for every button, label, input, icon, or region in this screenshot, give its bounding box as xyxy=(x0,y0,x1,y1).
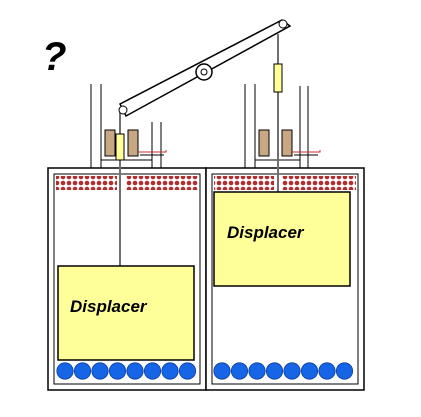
left-rod-sleeve xyxy=(115,133,125,161)
lever-pivot-inner xyxy=(200,68,208,76)
right-coil-b xyxy=(281,129,293,157)
lever-right-pin xyxy=(278,19,288,29)
right-heater-ball xyxy=(335,362,354,380)
right-heater-balls xyxy=(213,362,354,380)
left-heater-ball xyxy=(143,362,162,380)
left-heater-balls xyxy=(56,362,197,380)
right-heater-ball xyxy=(318,362,336,380)
right-heater-ball xyxy=(265,362,284,380)
left-displacer xyxy=(57,265,195,361)
lever-left-pin xyxy=(118,105,128,115)
right-heater-ball xyxy=(283,362,301,380)
right-regenerator-band-b xyxy=(282,176,356,190)
left-heater-ball xyxy=(161,362,179,380)
right-displacer xyxy=(213,191,351,287)
left-heater-ball xyxy=(73,362,92,380)
left-coil-b xyxy=(127,129,139,157)
left-heater-ball xyxy=(178,362,197,380)
left-heater-ball xyxy=(126,362,144,380)
right-heater-ball xyxy=(248,362,266,380)
left-coil-a xyxy=(104,129,116,157)
right-rod-sleeve xyxy=(273,63,283,93)
left-regenerator-band-a xyxy=(56,176,117,190)
left-guide-tube xyxy=(90,84,162,168)
left-coil-wires xyxy=(138,150,167,156)
left-heater-ball xyxy=(108,362,127,380)
right-displacer-label: Displacer xyxy=(227,223,305,242)
right-regenerator-band-a xyxy=(214,176,274,190)
left-cylinder-bore xyxy=(53,173,201,385)
left-displacer-label: Displacer xyxy=(70,297,148,316)
right-coil-wires xyxy=(292,150,321,156)
question-mark-text: ? xyxy=(42,35,66,79)
right-cylinder-bore xyxy=(211,173,359,385)
right-guide-tube xyxy=(244,84,309,168)
left-regenerator-band-b xyxy=(126,176,198,190)
left-heater-ball xyxy=(91,362,109,380)
right-heater-ball xyxy=(230,362,249,380)
right-heater-ball xyxy=(213,362,231,380)
right-heater-ball xyxy=(300,362,319,380)
right-coil-a xyxy=(258,129,270,157)
left-heater-ball xyxy=(56,362,74,380)
